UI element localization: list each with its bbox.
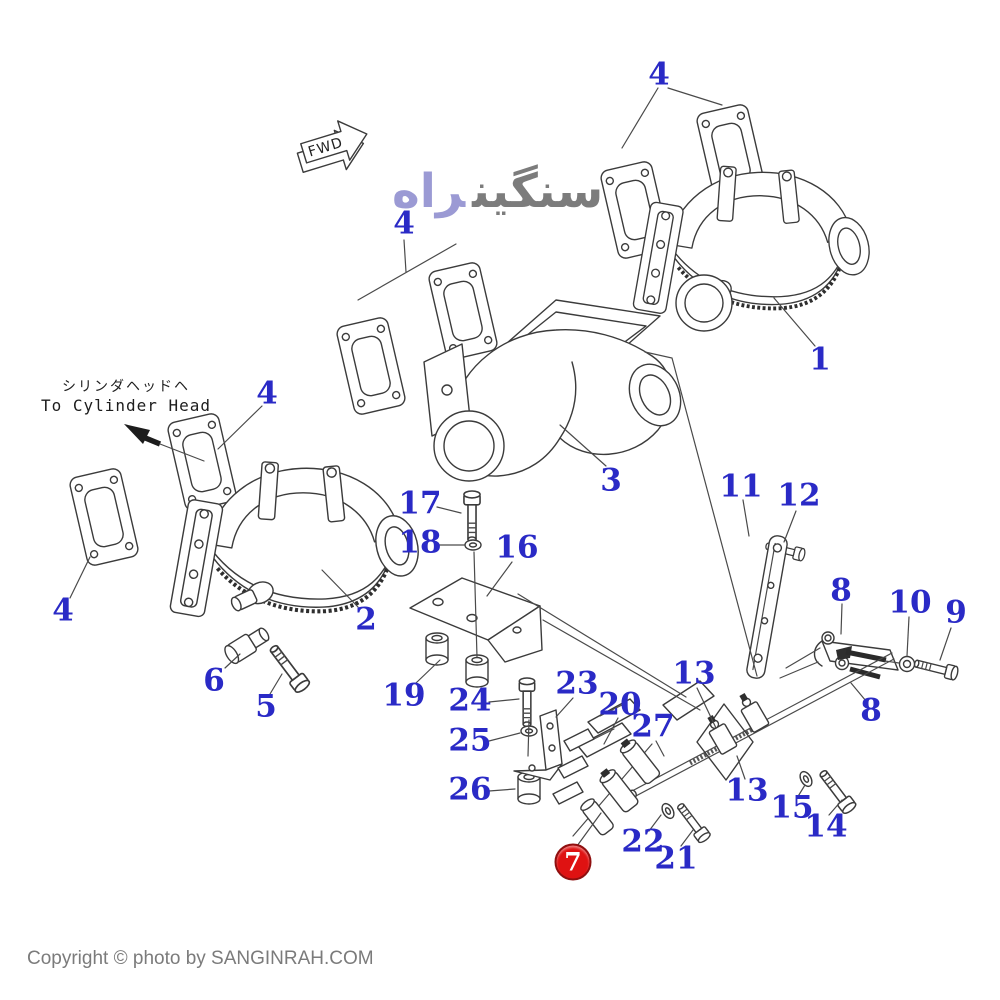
callout-3[interactable]: 3	[600, 462, 622, 499]
callout-18[interactable]: 18	[398, 524, 442, 561]
callout-8[interactable]: 8	[830, 572, 852, 609]
callout-20[interactable]: 20	[598, 686, 642, 723]
callout-16[interactable]: 16	[495, 529, 539, 566]
callout-19[interactable]: 19	[382, 677, 426, 714]
watermark-logo: سنگینراه	[392, 168, 603, 215]
callout-15[interactable]: 15	[770, 789, 814, 826]
callout-26[interactable]: 26	[448, 771, 492, 808]
cylinder-head-note: シリンダヘッドヘ To Cylinder Head	[40, 378, 212, 415]
callout-13[interactable]: 13	[672, 655, 716, 692]
callout-14[interactable]: 14	[804, 808, 848, 845]
callout-10[interactable]: 10	[888, 584, 932, 621]
copyright-text: Copyright © photo by SANGINRAH.COM	[27, 948, 374, 969]
part-11-strap	[746, 535, 788, 679]
cylinder-head-arrow	[124, 424, 205, 462]
part-16-bracket-plate	[409, 577, 543, 663]
part-23-bracket	[513, 709, 563, 781]
part-8-clamp-assembly	[779, 631, 900, 680]
watermark-text-main: سنگین	[472, 164, 604, 219]
callout-27[interactable]: 27	[631, 708, 675, 745]
part-7-assembly	[552, 728, 661, 837]
callout-1[interactable]: 1	[809, 341, 831, 378]
watermark-text-accent: راه	[392, 164, 466, 219]
callout-25[interactable]: 25	[448, 722, 492, 759]
part-1-manifold	[630, 164, 877, 332]
part-13-clamps	[662, 680, 770, 781]
callout-4[interactable]: 4	[393, 205, 415, 242]
callout-highlighted-7[interactable]: 7	[554, 843, 592, 881]
callout-22[interactable]: 22	[621, 823, 665, 860]
callout-4[interactable]: 4	[648, 56, 670, 93]
part-20-bracket	[577, 698, 641, 758]
cylinder-head-note-en: To Cylinder Head	[40, 396, 212, 415]
cylinder-head-note-jp: シリンダヘッドヘ	[62, 379, 190, 395]
callout-4[interactable]: 4	[256, 375, 278, 412]
callout-8[interactable]: 8	[860, 692, 882, 729]
fwd-arrow: FWD	[296, 120, 368, 173]
callout-13[interactable]: 13	[725, 772, 769, 809]
part-10-nut	[898, 655, 916, 673]
callout-23[interactable]: 23	[555, 665, 599, 702]
callout-24[interactable]: 24	[448, 682, 492, 719]
callout-21[interactable]: 21	[654, 840, 698, 877]
leader-lines	[69, 87, 952, 847]
part-6-plug	[224, 627, 270, 665]
callout-6[interactable]: 6	[203, 662, 225, 699]
part-3-manifold-elbow	[423, 299, 682, 482]
callout-11[interactable]: 11	[719, 468, 763, 505]
callout-5[interactable]: 5	[255, 688, 277, 725]
callout-2[interactable]: 2	[355, 601, 377, 638]
callout-4[interactable]: 4	[52, 592, 74, 629]
callout-9[interactable]: 9	[945, 594, 967, 631]
callout-17[interactable]: 17	[398, 485, 442, 522]
callout-12[interactable]: 12	[777, 477, 821, 514]
